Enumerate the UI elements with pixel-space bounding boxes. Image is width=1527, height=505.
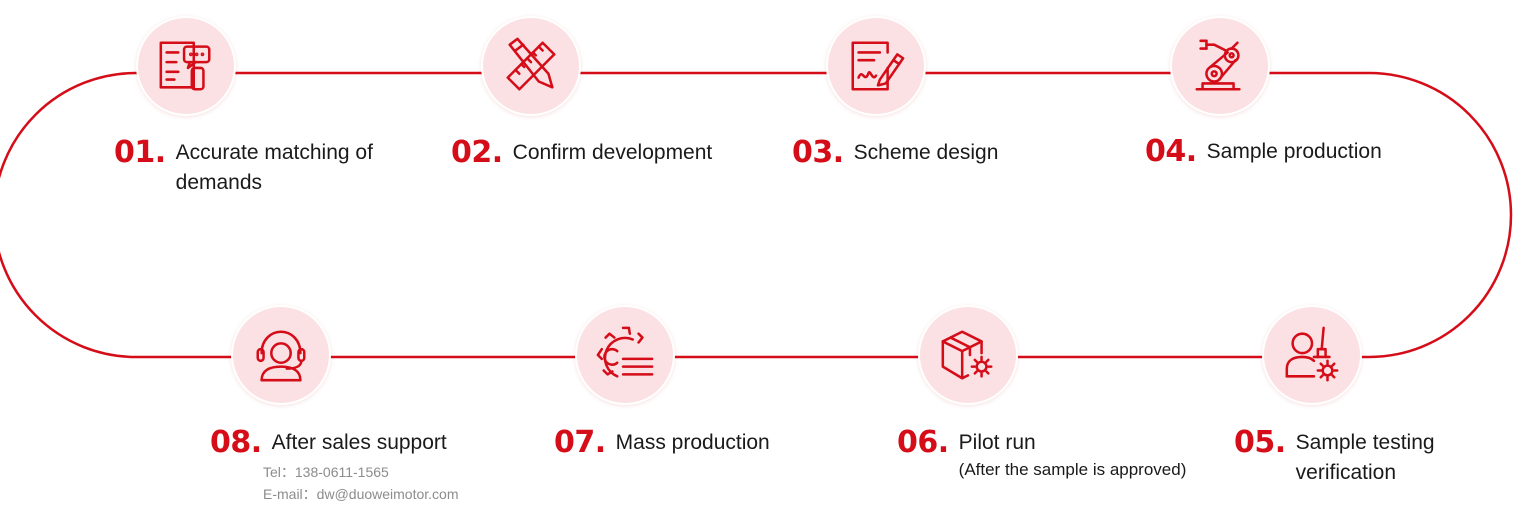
step-04: 04. Sample production (1145, 135, 1382, 169)
step-number: 08. (210, 425, 262, 460)
step-03: 03. Scheme design (792, 136, 998, 170)
engineer-gear-icon (1285, 326, 1339, 382)
step-02-icon-circle (481, 16, 581, 116)
box-gear-icon (941, 330, 993, 380)
step-number: 02. (451, 135, 503, 170)
step-label: Mass production (615, 431, 770, 454)
headset-support-icon (256, 330, 306, 382)
step-number: 07. (554, 425, 606, 460)
step-01: 01. Accurate matching of demands (114, 136, 376, 198)
step-label: Accurate matching of demands (175, 141, 373, 194)
contact-info: Tel：138-0611-1565 E-mail：dw@duoweimotor.… (263, 461, 459, 505)
step-02: 02. Confirm development (451, 136, 712, 170)
step-07: 07. Mass production (554, 426, 770, 460)
step-06-icon-circle (918, 305, 1018, 405)
document-edit-icon (851, 41, 905, 91)
step-07-icon-circle (575, 305, 675, 405)
step-05-icon-circle (1262, 305, 1362, 405)
step-03-icon-circle (826, 16, 926, 116)
document-chat-icon (159, 41, 211, 91)
step-number: 05. (1234, 425, 1286, 460)
robot-arm-icon (1195, 39, 1241, 91)
step-label: Sample production (1206, 140, 1382, 163)
step-number: 06. (897, 425, 949, 460)
step-sublabel: (After the sample is approved) (958, 460, 1187, 479)
step-label: After sales support (271, 431, 447, 454)
step-number: 03. (792, 135, 844, 170)
step-05: 05. Sample testing verification (1234, 426, 1466, 488)
step-04-icon-circle (1170, 16, 1270, 116)
step-label: Pilot run (958, 431, 1036, 454)
step-number: 01. (114, 135, 166, 170)
step-08: 08. After sales support (210, 426, 447, 460)
contact-tel: Tel：138-0611-1565 (263, 464, 389, 480)
step-number: 04. (1145, 134, 1197, 169)
step-06: 06. Pilot run (After the sample is appro… (897, 426, 1186, 481)
ruler-pencil-icon (506, 37, 556, 91)
step-label: Confirm development (512, 141, 713, 164)
step-08-icon-circle (231, 305, 331, 405)
step-label: Sample testing verification (1295, 431, 1435, 484)
step-01-icon-circle (136, 16, 236, 116)
contact-email: E-mail：dw@duoweimotor.com (263, 486, 459, 502)
step-label: Scheme design (853, 141, 999, 164)
gear-lines-icon (596, 326, 654, 378)
